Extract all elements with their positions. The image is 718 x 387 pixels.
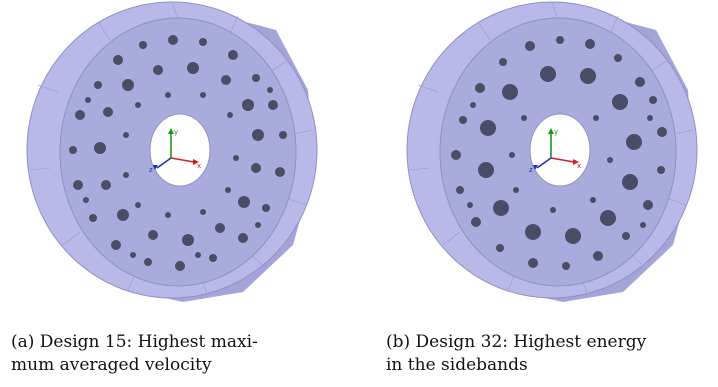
axis-triad <box>153 128 199 170</box>
caption-a-line1: (a) Design 15: Highest maxi- <box>11 332 258 352</box>
axis-triad <box>533 128 579 170</box>
hole-pattern <box>451 36 667 270</box>
central-bore <box>149 113 211 187</box>
caption-b-line2: in the sidebands <box>386 355 528 375</box>
caption-b-line1: (b) Design 32: Highest energy <box>386 332 647 352</box>
caption-a: (a) Design 15: Highest maxi- mum average… <box>11 331 331 377</box>
axis-x-label: x <box>197 162 201 170</box>
caption-b: (b) Design 32: Highest energy in the sid… <box>386 331 711 377</box>
central-bore <box>529 113 591 187</box>
axis-z-label: z <box>529 166 533 174</box>
axis-z-label: z <box>149 166 153 174</box>
design-32-render: y x z <box>406 1 698 302</box>
axis-x-label: x <box>577 162 581 170</box>
figure-b: y x z <box>388 0 708 310</box>
rim-facets <box>29 1 314 296</box>
caption-a-line2: mum averaged velocity <box>11 355 212 375</box>
figure-a: y x z <box>8 0 328 310</box>
hole-pattern <box>69 35 287 271</box>
axis-y-label: y <box>174 128 178 136</box>
design-15-render: y x z <box>26 1 318 302</box>
rim-facets <box>409 1 694 296</box>
axis-y-label: y <box>554 128 558 136</box>
